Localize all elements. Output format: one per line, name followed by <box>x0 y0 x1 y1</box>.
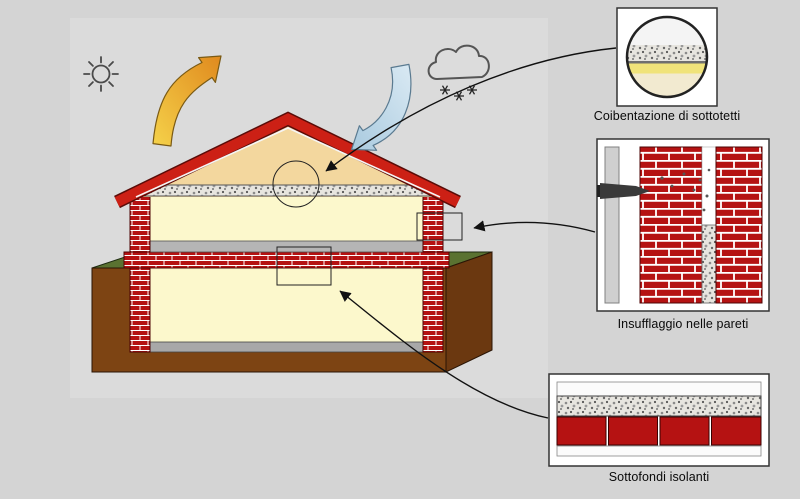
upper-right-wall <box>422 195 444 253</box>
inner-brick-wall <box>639 146 703 304</box>
lower-left-wall <box>129 267 151 353</box>
lower-slab <box>149 341 424 353</box>
cloud-icon <box>427 44 490 80</box>
callout-attic <box>616 7 718 107</box>
spray-dots <box>660 168 711 212</box>
hollow-block-layer <box>556 416 762 446</box>
callout-floor <box>548 373 770 467</box>
screed-layer <box>556 381 762 397</box>
connector-walls <box>473 220 596 233</box>
base-slab-layer <box>556 445 762 457</box>
cold-air-arrow <box>351 63 412 151</box>
callout-attic-label: Coibentazione di sottotetti <box>593 109 741 123</box>
lower-floor <box>129 267 444 353</box>
callout-walls-label: Insufflaggio nelle pareti <box>617 317 749 331</box>
attic-insulation-layer <box>137 184 436 197</box>
lower-right-wall <box>422 267 444 353</box>
sun-icon <box>83 56 119 92</box>
insulation-granule-layer <box>556 395 762 417</box>
wall-highlight-rect <box>416 212 463 241</box>
snow-cloud-icon <box>427 44 490 101</box>
roof-inner-line <box>135 127 441 198</box>
floor-band <box>123 251 450 269</box>
upper-left-wall <box>129 195 151 253</box>
snowflake-icon <box>440 85 450 95</box>
cavity-fill <box>701 224 717 304</box>
warm-air-arrow <box>152 55 222 147</box>
attic-detail-circle <box>625 15 709 99</box>
wall-render-layer <box>604 146 620 304</box>
outer-brick-wall <box>715 146 763 304</box>
roof <box>114 111 461 209</box>
callout-walls <box>596 138 770 312</box>
snowflake-icon <box>454 91 464 101</box>
floor-highlight-rect <box>276 246 332 286</box>
lower-interior <box>150 268 423 342</box>
roof-red-band <box>114 113 461 207</box>
attic-highlight-circle <box>272 160 320 208</box>
house-illustration <box>91 111 493 373</box>
callout-floor-label: Sottofondi isolanti <box>608 470 710 484</box>
injection-nozzle-icon <box>597 183 650 199</box>
connector-attic <box>325 47 617 172</box>
connector-floor <box>339 290 549 419</box>
upper-interior <box>150 196 423 241</box>
attic-gable <box>126 118 450 197</box>
